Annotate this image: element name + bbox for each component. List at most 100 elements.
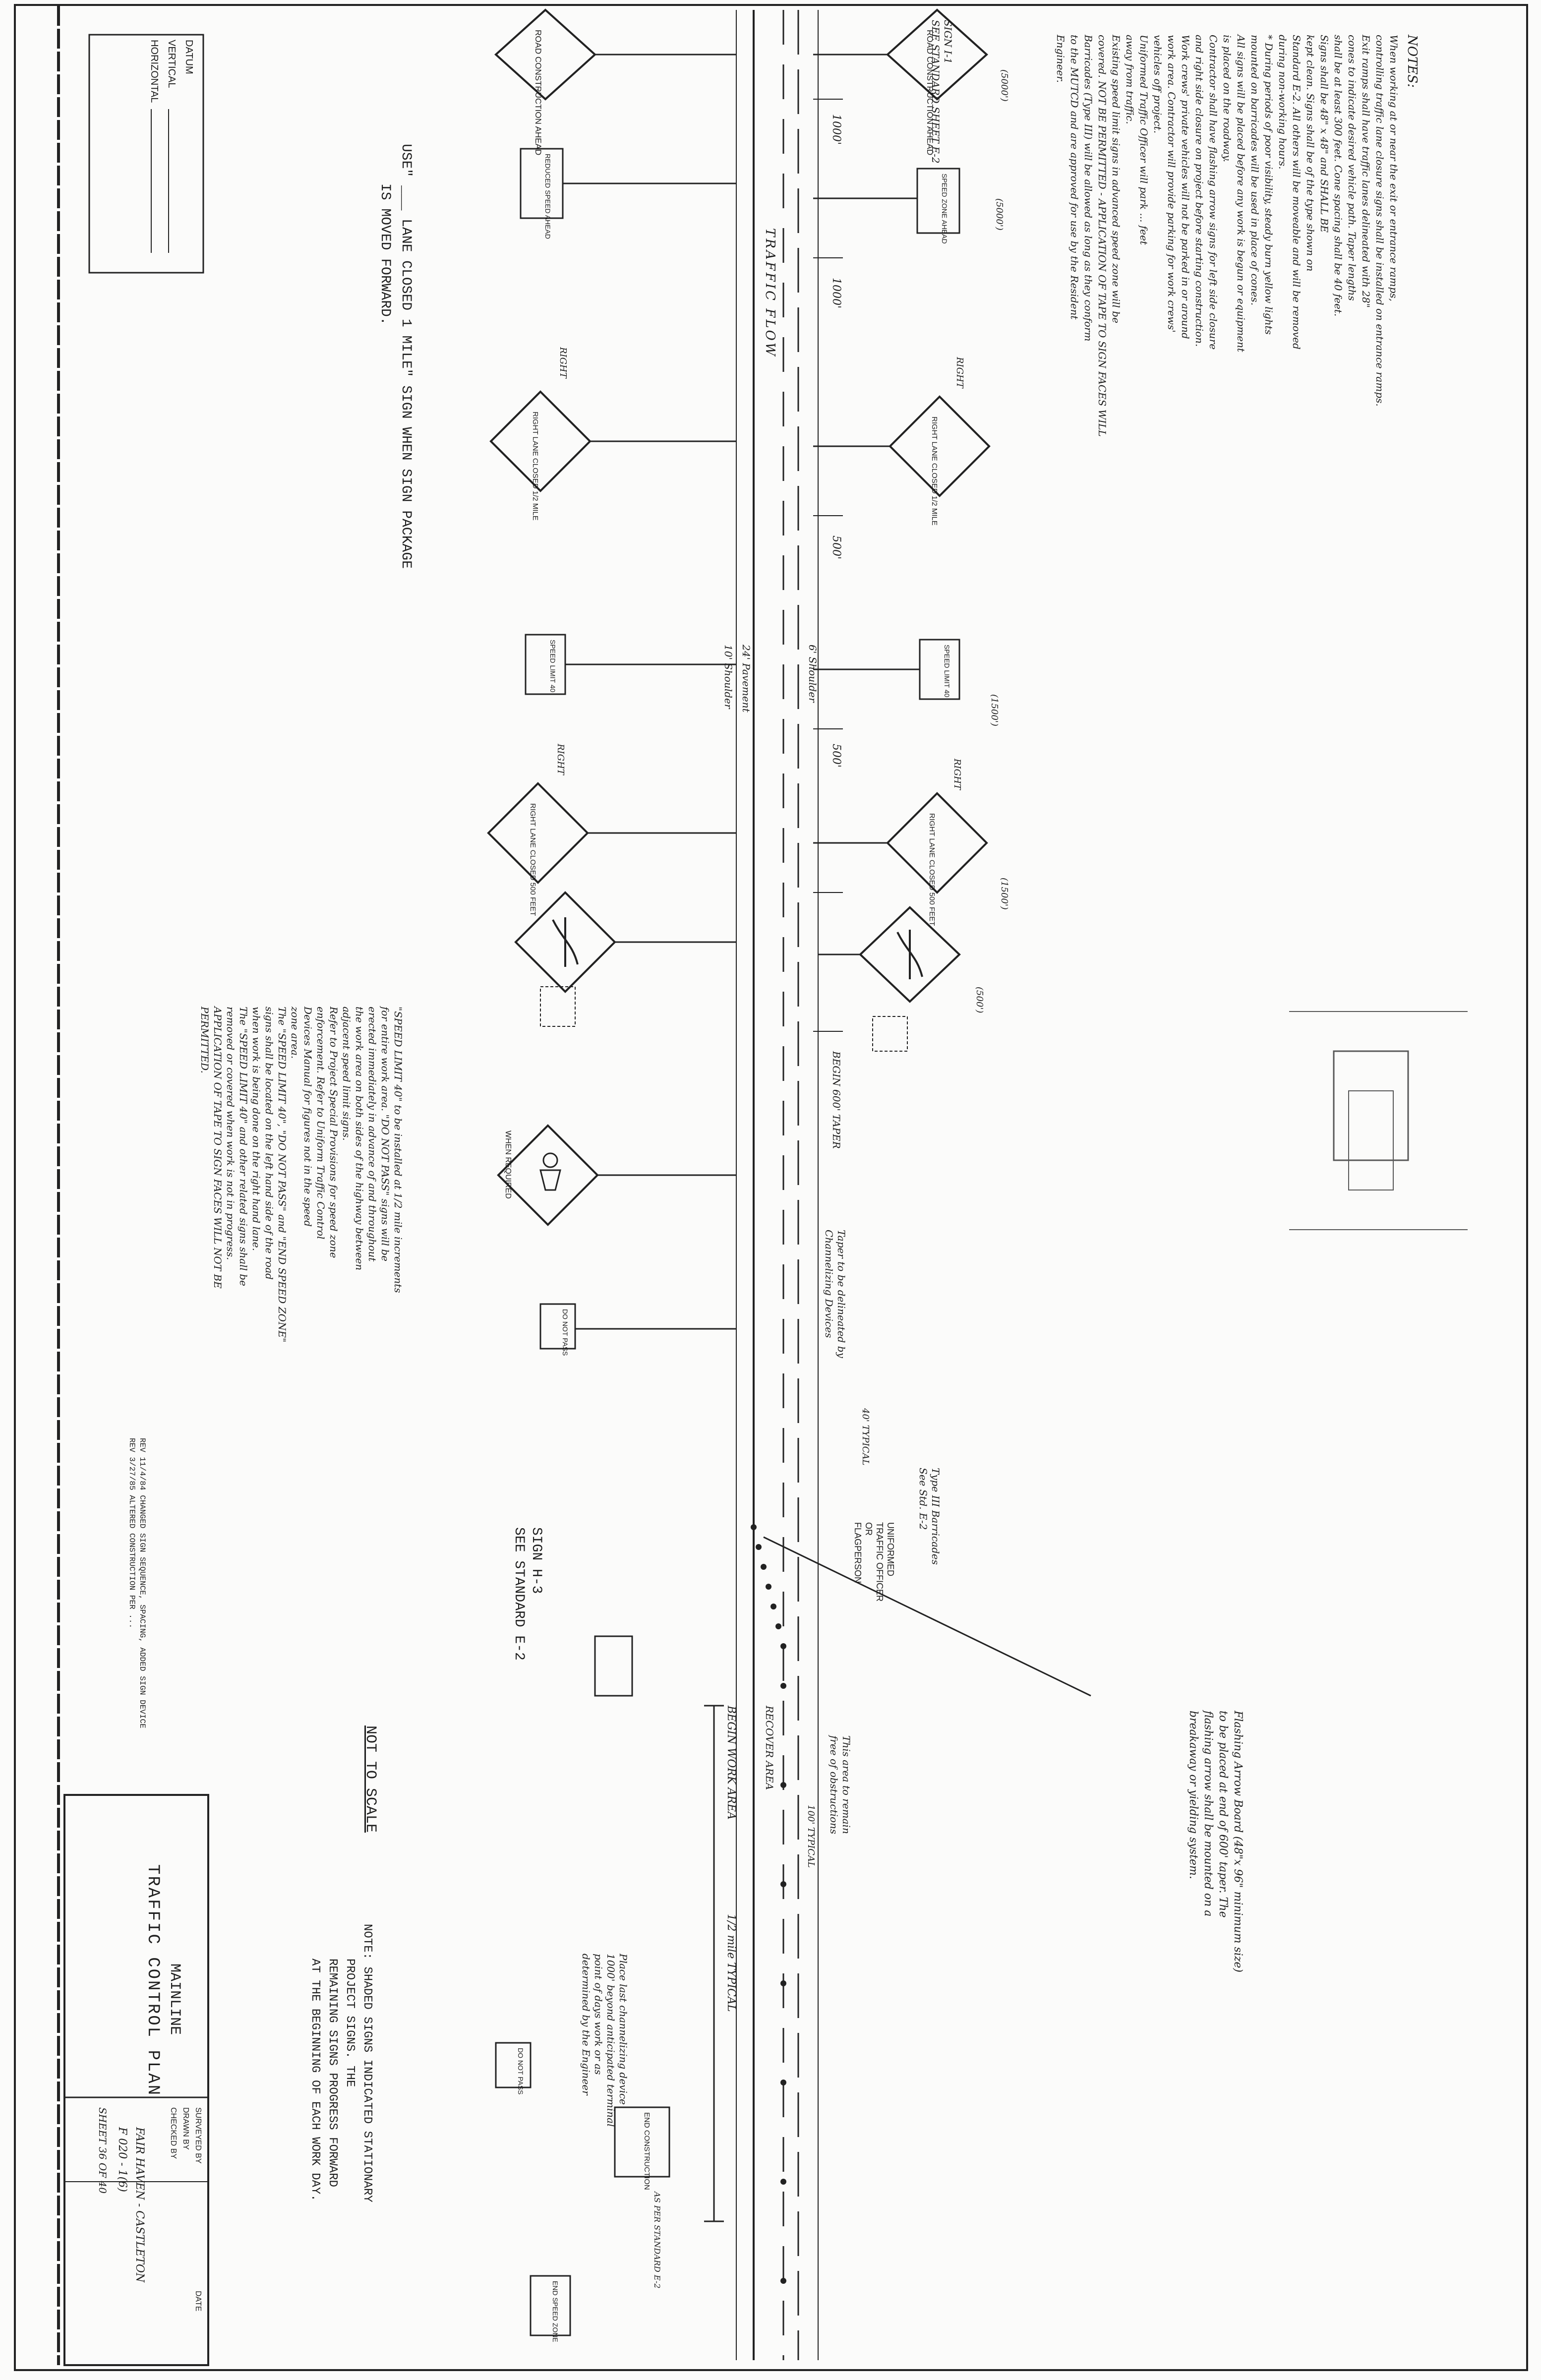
sign-side: RIGHT [954, 357, 965, 389]
drawn-by: DRAWN BY [181, 2107, 190, 2150]
notes-heading: NOTES: [1405, 34, 1420, 88]
note-line: shall be at least 300 feet. Cone spacing… [1332, 35, 1344, 316]
sign-lane-closed-500-top: RIGHT LANE CLOSED 500 FEET RIGHT (1500') [813, 758, 1009, 926]
taper-delineated-2: Channelizing Devices [823, 1230, 835, 1338]
sign-text: RIGHT LANE CLOSED 1/2 MILE [930, 416, 939, 526]
place-device-1: Place last channelizing device [617, 1953, 629, 2105]
sign-lane-closed-500-bottom: RIGHT LANE CLOSED 500 FEET RIGHT [487, 743, 736, 916]
sign-merge-top: (500') [818, 906, 985, 1052]
sign-text: DO NOT PASS [561, 1309, 569, 1356]
project-number: F 020 - 1(6) [116, 2127, 128, 2192]
uniformed-officer-3: OR [864, 1522, 874, 1536]
rev-line-1: REV 11/4/84 CHANGED SIGN SEQUENCE, SPACI… [138, 1438, 147, 1728]
pavement-label: 24' Pavement [740, 644, 752, 713]
use-note-line1: USE" ___ LANE CLOSED 1 MILE" SIGN WHEN S… [398, 144, 414, 569]
note-line: kept clean. Signs shall be of the type s… [1304, 35, 1316, 271]
note-line: the work area on both sides of the highw… [354, 1007, 365, 1270]
datum-box: DATUM VERTICAL HORIZONTAL [88, 34, 204, 274]
sign-distance: (5000') [999, 69, 1009, 102]
checked-by: CHECKED BY [169, 2107, 178, 2159]
note-line: when work is being done on the right han… [250, 1007, 262, 1251]
shaded-note-3: REMAINING SIGNS PROGRESS FORWARD [326, 1959, 339, 2187]
dist-500a-label: 500' [830, 536, 842, 559]
sign-caption: WHEN REQUIRED [504, 1130, 512, 1199]
sign-h3-board [594, 1635, 633, 1697]
type3-barricades: Type III Barricades [930, 1468, 942, 1565]
place-device-4: determined by the Engineer [580, 1954, 592, 2096]
arrow-board-illustration [1289, 1011, 1468, 1230]
datum-frame [88, 34, 204, 274]
shaded-note-2: PROJECT SIGNS. THE [343, 1959, 356, 2087]
sign-h3-label: SIGN H-3 [529, 1527, 544, 1594]
traffic-flow-label: TRAFFIC FLOW [763, 228, 777, 358]
dist-1000-b-label: 1000' [830, 278, 842, 308]
sign-end-construction: END CONSTRUCTION AS PER STANDARD E-2 [614, 2106, 670, 2288]
sign-flagger: WHEN REQUIRED [497, 1124, 736, 1226]
sign-lane-closed-half-mile-top: RIGHT LANE CLOSED 1/2 MILE RIGHT [813, 357, 991, 526]
dim-40-typical: 40' TYPICAL [860, 1408, 871, 1465]
dist-1000-label: 1000' [830, 114, 842, 145]
note-line: Standard E-2. All others will be moveabl… [1291, 35, 1303, 350]
flashing-board-1: Flashing Arrow Board (48"x 96" minimum s… [1232, 1710, 1244, 1972]
free-obstructions-2: free of obstructions [828, 1734, 840, 1834]
sign-end-speed-zone: END SPEED ZONE [530, 2275, 571, 2342]
sign-text: ROAD CONSTRUCTION AHEAD [925, 30, 935, 155]
recover-area: RECOVER AREA [764, 1705, 775, 1790]
not-to-scale: NOT TO SCALE [362, 1726, 379, 1833]
flashing-board-4: breakaway or yielding system. [1187, 1711, 1199, 1879]
sign-ref-1: SIGN I-1 [942, 20, 954, 64]
note-line: * During periods of poor visibility, ste… [1263, 35, 1275, 335]
speed-notes-lines: "SPEED LIMIT 40" to be installed at 1/2 … [199, 1006, 404, 1342]
note-line: "SPEED LIMIT 40" to be installed at 1/2 … [392, 1007, 404, 1293]
note-line: mounted on barricades will be used in pl… [1249, 35, 1261, 305]
project-name: FAIR HAVEN - CASTLETON [133, 2127, 146, 2283]
surveyed-by: SURVEYED BY [194, 2107, 202, 2164]
rev-line-2: REV 3/27/85 ALTERED CONSTRUCTION PER ... [127, 1438, 136, 1628]
sign-side: RIGHT [952, 758, 962, 791]
note-line: Existing speed limit signs in advanced s… [1110, 34, 1122, 323]
note-line: adjacent speed limit signs. [341, 1007, 353, 1141]
note-line: during non-working hours. [1277, 35, 1289, 170]
sign-do-not-pass-left: DO NOT PASS [539, 1303, 736, 1356]
sheet-number: SHEET 36 OF 40 [97, 2107, 109, 2194]
note-line: Work crews' private vehicles will not be… [1180, 35, 1191, 339]
arrow-board-leader [763, 1536, 1091, 1697]
sign-text: END SPEED ZONE [551, 2281, 559, 2342]
sign-road-construction-ahead-bottom: ROAD CONSTRUCTION AHEAD [494, 8, 736, 155]
title-block: MAINLINE TRAFFIC CONTROL PLAN SURVEYED B… [63, 1794, 209, 2366]
note-line: away from traffic. [1124, 35, 1136, 124]
note-line: Uniformed Traffic Officer will park ... … [1138, 35, 1150, 245]
see-standard-e2: SEE STANDARD E-2 [511, 1527, 527, 1661]
note-line: enforcement. Refer to Uniform Traffic Co… [315, 1007, 327, 1239]
sign-speed-zone-ahead-top: SPEED ZONE AHEAD (5000') [813, 168, 1005, 244]
notes-lines: When working at or near the exit or entr… [1055, 34, 1400, 437]
use-note-line2: IS MOVED FORWARD. [377, 183, 393, 325]
sign-text: ROAD CONSTRUCTION AHEAD [533, 30, 543, 155]
dimension-ticks [813, 99, 843, 1032]
note-line: work area. Contractor will provide parki… [1166, 35, 1178, 333]
notes-block: NOTES: When working at or near the exit … [1055, 34, 1420, 437]
note-line: signs shall be located on the left hand … [263, 1007, 275, 1280]
note-line: All signs will be placed before any work… [1235, 34, 1247, 353]
note-line: When working at or near the exit or entr… [1388, 35, 1400, 301]
note-line: zone area. [289, 1006, 301, 1059]
sign-text: END CONSTRUCTION [643, 2112, 651, 2190]
sign-merge-bottom [514, 891, 736, 1027]
sign-side: RIGHT [558, 347, 568, 379]
note-line: APPLICATION OF TAPE TO SIGN FACES WILL N… [212, 1006, 224, 1289]
sign-distance: (500') [974, 987, 985, 1013]
note-line: Contractor shall have flashing arrow sig… [1207, 35, 1219, 350]
uniformed-officer-4: FLAGPERSON [853, 1522, 863, 1583]
dim-100-typical: 100' TYPICAL [806, 1805, 816, 1868]
shaded-note-1: NOTE: SHADED SIGNS INDICATED STATIONARY [360, 1924, 374, 2202]
dist-500b-label: 500' [830, 744, 842, 768]
note-line: covered. NOT BE PERMITTED - APPLICATION … [1096, 35, 1108, 437]
note-line: PERMITTED. [199, 1006, 211, 1073]
place-device-2: 1000' beyond anticipated terminal [605, 1954, 617, 2127]
note-line: Barricades (Type III) will be allowed as… [1082, 34, 1094, 341]
sign-ref-2: SEE STANDARD SHEET E-2 [930, 20, 942, 164]
plan-title-1: MAINLINE [166, 1964, 183, 2035]
half-mile-typical: 1/2 mile TYPICAL [725, 1914, 737, 2012]
note-line: Refer to Project Special Provisions for … [328, 1006, 340, 1258]
place-device-3: point of days work or as [593, 1954, 604, 2075]
